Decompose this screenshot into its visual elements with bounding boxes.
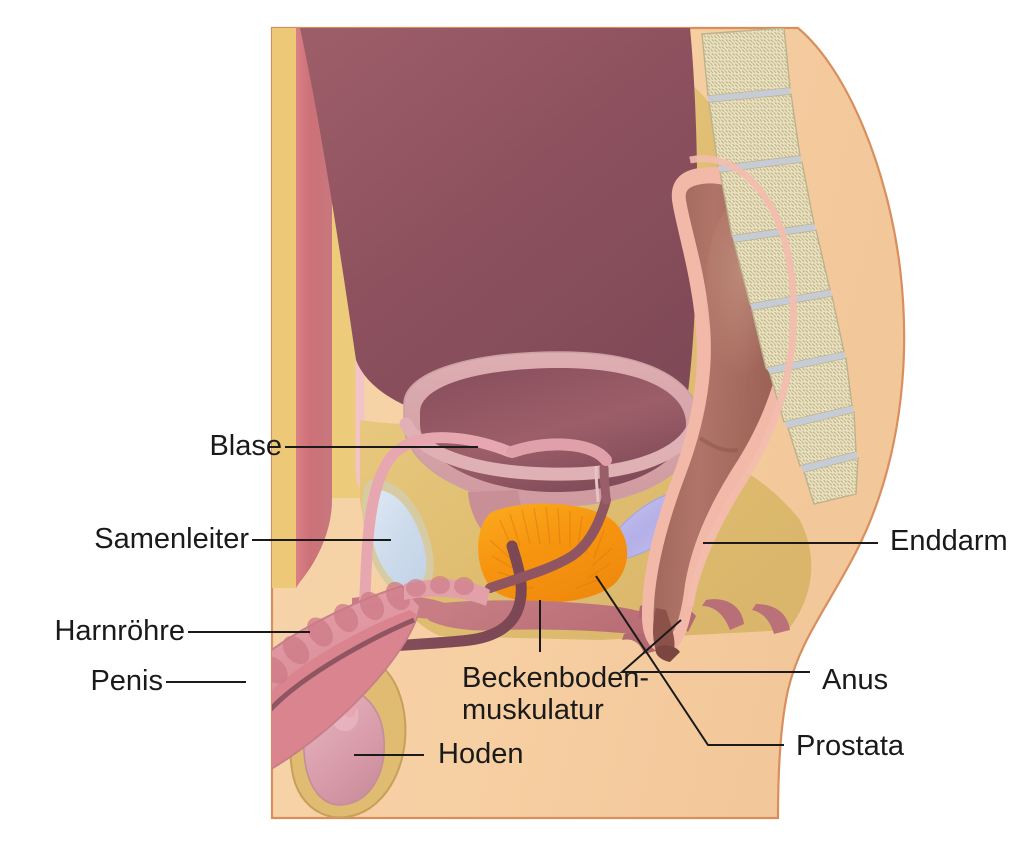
- intervertebral-disc: [800, 452, 858, 472]
- label-harnroehre: Harnröhre: [54, 615, 185, 647]
- label-prostata: Prostata: [796, 730, 904, 762]
- bladder-lumen: [420, 368, 686, 492]
- label-anus: Anus: [822, 664, 889, 696]
- label-beckenbodenmuskulatur-line2: muskulatur: [462, 694, 604, 726]
- bladder-peritoneal-dome: [300, 28, 698, 427]
- label-penis: Penis: [90, 665, 163, 697]
- label-enddarm: Enddarm: [890, 525, 1008, 557]
- urethra-bladder-neck: [599, 463, 611, 505]
- penis-group: [272, 576, 490, 789]
- penis-proximal-chambers: [406, 576, 474, 597]
- label-blase: Blase: [209, 430, 282, 462]
- vertebra: [708, 93, 801, 167]
- intervertebral-disc: [784, 406, 854, 428]
- prostata-leader: [595, 575, 784, 746]
- corpus-spongiosum: [272, 610, 416, 781]
- vertebral-column-group: [701, 28, 859, 505]
- urethra-bladder-neck-rim: [594, 465, 600, 503]
- pubic-symphysis-cartilage: [369, 489, 427, 588]
- label-beckenbodenmuskulatur-line1: Beckenboden-: [462, 662, 650, 694]
- ejaculatory-duct: [485, 495, 611, 593]
- intervertebral-disc: [707, 88, 791, 102]
- levator-slip-3: [752, 604, 790, 634]
- rectum-fold-shadow: [698, 436, 739, 453]
- corpora-cavernosa-chambers: [272, 581, 411, 684]
- label-samenleiter: Samenleiter: [94, 523, 249, 555]
- levator-slip-2: [702, 599, 744, 630]
- penile-urethra: [272, 617, 415, 767]
- presacral-fascia: [686, 155, 798, 607]
- vertebra: [701, 28, 791, 97]
- intervertebral-disc: [732, 224, 816, 242]
- pubic-symphysis-group: [362, 479, 434, 597]
- label-hoden: Hoden: [438, 738, 524, 770]
- anus-leader: [619, 619, 810, 673]
- leader-lines: [166, 446, 878, 756]
- vas-deferens-ampulla: [506, 438, 612, 466]
- pelvic-floor-muscle-main: [428, 600, 672, 638]
- anus-opening: [655, 645, 680, 662]
- pelvic-floor-group: [352, 595, 790, 654]
- abdominal-fat-outer: [272, 28, 296, 588]
